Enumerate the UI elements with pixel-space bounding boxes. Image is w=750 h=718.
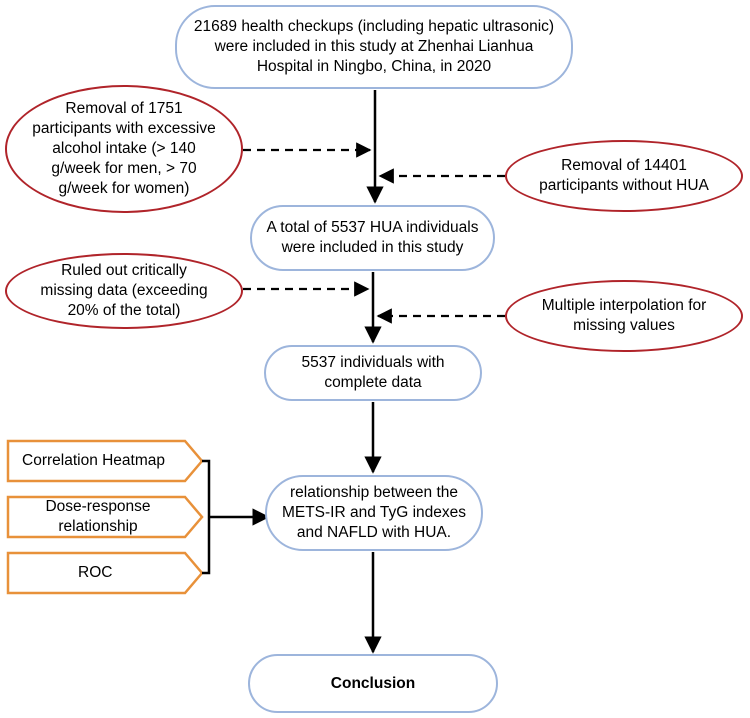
exclusion-no-hua-oval: Removal of 14401 participants without HU… [505,140,743,212]
relationship-box-text: relationship between the METS-IR and TyG… [281,484,467,541]
exclusion-missing-text: Ruled out critically missing data (excee… [40,262,208,319]
method-label-2: Dose-response relationship [8,497,188,537]
complete-box: 5537 individuals with complete data [264,345,482,401]
exclusion-alcohol-oval: Removal of 1751 participants with excess… [5,85,243,213]
exclusion-alcohol-text: Removal of 1751 participants with excess… [32,100,216,197]
exclusion-no-hua-text: Removal of 14401 participants without HU… [539,157,709,194]
complete-box-text: 5537 individuals with complete data [301,354,445,391]
method-tag-3 [6,551,204,595]
exclusion-missing-oval: Ruled out critically missing data (excee… [5,253,243,329]
start-box-text: 21689 health checkups (including hepatic… [193,18,555,75]
interpolation-oval: Multiple interpolation for missing value… [505,280,743,352]
included-box: A total of 5537 HUA individuals were inc… [250,205,495,271]
interpolation-text: Multiple interpolation for missing value… [541,297,707,334]
relationship-box: relationship between the METS-IR and TyG… [265,475,483,551]
conclusion-box-text: Conclusion [330,674,416,692]
conclusion-box: Conclusion [248,654,498,713]
included-box-text: A total of 5537 HUA individuals were inc… [266,219,479,256]
method-tag-2 [6,495,204,539]
method-label-3: ROC [78,564,113,581]
method-label-1: Correlation Heatmap [22,452,166,469]
method-tag-1 [6,439,204,483]
method-label-2-text: Dose-response relationship [45,497,151,535]
start-box: 21689 health checkups (including hepatic… [175,5,573,89]
